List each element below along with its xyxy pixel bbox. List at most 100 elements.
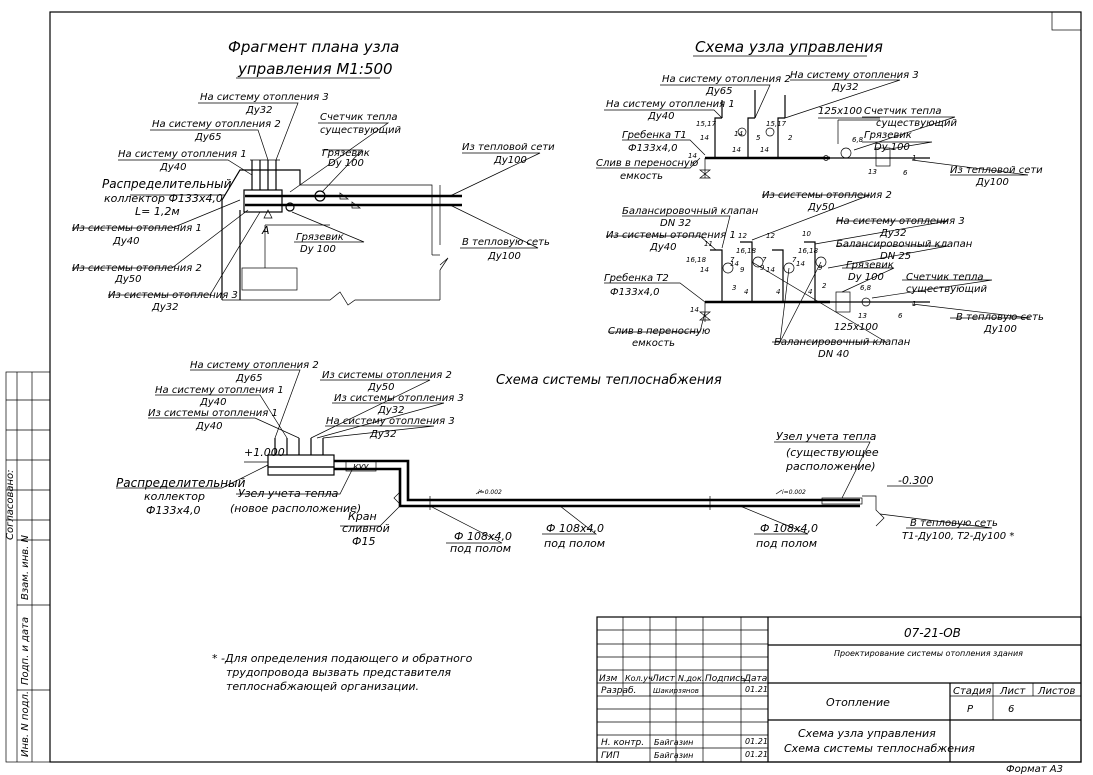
supply-drain-2: сливной (342, 522, 390, 535)
pos-num: 15,17 (696, 120, 717, 128)
supply-meter-old-3: расположение) (785, 460, 876, 473)
plan-from-net: Из тепловой сети (462, 142, 555, 153)
supply-drain-1: Кран (348, 510, 377, 523)
node-comb-t2-size: Ф133х4,0 (610, 287, 660, 298)
supply-meter-new-1: Узел учета тепла (238, 487, 339, 500)
supply-title: Схема системы теплоснабжения (496, 373, 722, 388)
plan-sys2-from-dn: Ду50 (114, 274, 141, 285)
note-line3: теплоснабжающей организации. (226, 680, 419, 693)
node-size-125: 125х100 (818, 106, 862, 117)
heat-supply-scheme: Схема системы теплоснабжения КУУ i=0.002… (116, 360, 1014, 555)
pos-num: 13 (868, 168, 877, 176)
stamp-sheets-h: Листов (1037, 686, 1075, 697)
pos-num: 14 (734, 130, 743, 138)
supply-sys1-from-dn: Ду40 (195, 421, 222, 432)
pos-num: 14 (760, 146, 769, 154)
pos-num: 12 (738, 232, 747, 240)
node-meter-2: существующий (876, 118, 957, 129)
plan-sys3-to-dn: Ду32 (245, 105, 272, 116)
node-bal-valve: Балансировочный клапан (622, 206, 759, 217)
node-from-sys1-dn: Ду40 (649, 242, 676, 253)
stamp-razrab-date: 01.21 (745, 685, 768, 694)
stamp-project: Проектирование системы отопления здания (834, 649, 1023, 658)
plan-collector-1: Распределительный (102, 177, 232, 191)
node-meter2-2: существующий (906, 284, 987, 295)
supply-meter-old-1: Узел учета тепла (776, 430, 877, 443)
pos-num: 7 (792, 256, 797, 264)
pos-num: 7 (730, 256, 735, 264)
plan-to-net-dn: Ду100 (487, 251, 521, 262)
supply-sys3-from-dn: Ду32 (377, 405, 404, 416)
stamp-h-ndok: N.док. (678, 674, 704, 683)
position-numbers: 15,17 15,17 14 14 5 14 2 14 14 6,8 13 6 … (686, 120, 916, 320)
stamp-code: 07-21-ОВ (904, 626, 961, 640)
pos-num: 14 (796, 260, 805, 268)
stamp-h-list: Лист (651, 674, 676, 684)
stamp-stage: Р (967, 704, 974, 715)
note-line1: * -Для определения подающего и обратного (212, 652, 473, 665)
pos-num: 14 (730, 260, 739, 268)
pos-num: 12 (766, 232, 775, 240)
plan-sys1-to-dn: Ду40 (159, 162, 186, 173)
supply-kuu: КУУ (353, 463, 370, 472)
node-sys3-to: На систему отопления 3 (790, 70, 919, 81)
node-sys1-to: На систему отопления 1 (606, 99, 735, 110)
pos-num: 14 (732, 146, 741, 154)
node-leaders-top (596, 79, 1029, 176)
node-size-125b: 125х100 (834, 322, 878, 333)
plan-title-2: управления М1:500 (237, 60, 393, 78)
stamp-stage-h: Стадия (953, 686, 991, 697)
plan-fragment: Фрагмент плана узла управления М1:500 (72, 38, 555, 313)
plan-mud-2: Грязевик (296, 232, 344, 243)
title-block-grid (597, 617, 768, 762)
plan-to-net: В тепловую сеть (462, 237, 550, 248)
supply-sys2-from-dn: Ду50 (367, 382, 394, 393)
plan-sys1-from-dn: Ду40 (112, 236, 139, 247)
pos-num: 14 (690, 306, 699, 314)
plan-sys2-to: На систему отопления 2 (152, 119, 281, 130)
supply-sys1-to-dn: Ду40 (199, 397, 226, 408)
pos-num: 2 (788, 134, 793, 142)
node-from-net-dn: Ду100 (975, 177, 1009, 188)
pos-num: 6 (903, 169, 908, 177)
pos-num: 16,18 (798, 247, 819, 255)
side-vzam: Взам. инв. N (20, 535, 31, 600)
pos-num: 9 (818, 264, 823, 272)
pos-num: 1 (912, 300, 916, 308)
supply-sys3-to-dn: Ду32 (369, 429, 396, 440)
node-sys1-to-dn: Ду40 (647, 111, 674, 122)
stamp-format: Формат А3 (1006, 764, 1063, 775)
node-from-sys1: Из системы отопления 1 (606, 230, 736, 241)
node-sys2-to-dn: Ду65 (705, 86, 732, 97)
node-bal-dn25: DN 25 (880, 251, 911, 262)
node-bal-valve2: Балансировочный клапан (836, 239, 973, 250)
stamp-title1: Схема узла управления (798, 727, 936, 740)
node-mud-dn: Dy 100 (874, 142, 910, 153)
pos-num: 1 (912, 154, 916, 162)
stamp-title2: Схема системы теплоснабжения (784, 742, 975, 755)
pos-num: 6 (898, 312, 903, 320)
pos-num: 14 (766, 266, 775, 274)
supply-collector-2: коллектор (144, 490, 205, 503)
plan-mark-a: А (261, 224, 270, 237)
supply-sys1-from: Из системы отопления 1 (148, 408, 278, 419)
pos-num: 4 (776, 288, 780, 296)
supply-sys1-to: На систему отопления 1 (155, 385, 284, 396)
node-sys2-to: На систему отопления 2 (662, 74, 791, 85)
node-meter-1: Счетчик тепла (864, 106, 942, 117)
node-sys3-to-dn: Ду32 (831, 82, 858, 93)
supply-sys2-to: На систему отопления 2 (190, 360, 319, 371)
plan-sys1-to: На систему отопления 1 (118, 149, 247, 160)
supply-drain-3: Ф15 (352, 535, 375, 548)
node-bal-dn40: DN 40 (818, 349, 849, 360)
plan-meter-2: существующий (320, 125, 401, 136)
supply-pipe2: Ф 108х4,0 (546, 522, 604, 535)
plan-title-1: Фрагмент плана узла (228, 38, 399, 56)
pos-num: 16,18 (686, 256, 707, 264)
pos-num: 4 (744, 288, 748, 296)
pos-num: 16,18 (736, 247, 757, 255)
pos-num: 5 (756, 134, 761, 142)
collector-branches (274, 438, 324, 455)
